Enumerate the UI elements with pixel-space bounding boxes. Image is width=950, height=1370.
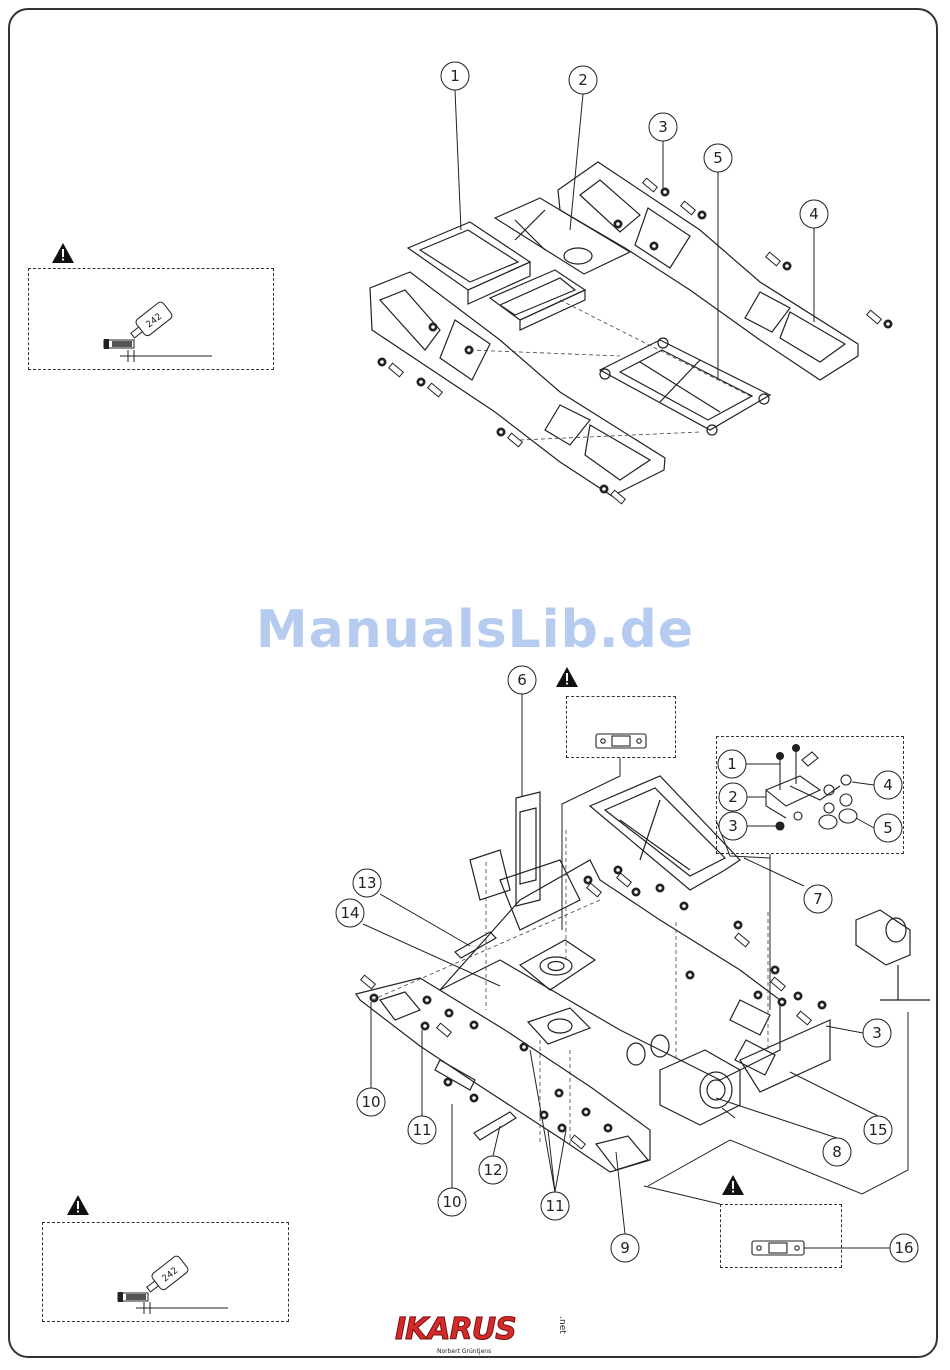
svg-text:3: 3: [728, 817, 738, 835]
callout-13: 13: [353, 869, 381, 897]
ikarus-logo: IKARUS .net Norbert Grüntjens: [395, 1312, 575, 1362]
callout-10: 10: [438, 1188, 466, 1216]
callout-14: 14: [336, 899, 364, 927]
callout-9: 9: [611, 1234, 639, 1262]
logo-suffix: .net: [557, 1316, 567, 1334]
svg-text:3: 3: [872, 1024, 882, 1042]
svg-text:8: 8: [832, 1143, 842, 1161]
callout-11: 11: [541, 1192, 569, 1220]
frame-bottom-assembly: [356, 776, 930, 1172]
svg-text:7: 7: [813, 890, 823, 908]
svg-text:11: 11: [545, 1197, 564, 1215]
frame-top-assembly: [370, 162, 858, 496]
servo-illustration: [596, 734, 646, 748]
callout-12: 12: [479, 1156, 507, 1184]
logo-brand: IKARUS: [395, 1312, 516, 1347]
threadlock-illustration: 242: [118, 1255, 228, 1314]
svg-text:2: 2: [728, 788, 738, 806]
assembly-guide-lines: [372, 830, 768, 1145]
callout-10: 10: [357, 1088, 385, 1116]
callout-1: 1: [441, 62, 469, 90]
callout-3: 3: [863, 1019, 891, 1047]
svg-text:10: 10: [442, 1193, 461, 1211]
svg-text:1: 1: [450, 67, 460, 85]
fastener-group: [361, 866, 827, 1149]
assembly-guide-lines: [470, 300, 750, 440]
callout-11: 11: [408, 1116, 436, 1144]
callout-3: 3: [719, 812, 747, 840]
callout-2: 2: [719, 783, 747, 811]
svg-text:6: 6: [517, 671, 527, 689]
callout-3: 3: [649, 113, 677, 141]
threadlock-illustration: 242: [104, 301, 212, 362]
svg-text:4: 4: [883, 776, 893, 794]
svg-text:4: 4: [809, 205, 819, 223]
svg-text:10: 10: [361, 1093, 380, 1111]
svg-text:5: 5: [713, 149, 723, 167]
svg-text:2: 2: [578, 71, 588, 89]
svg-text:9: 9: [620, 1239, 630, 1257]
svg-text:3: 3: [658, 118, 668, 136]
callout-2: 2: [569, 66, 597, 94]
svg-text:11: 11: [412, 1121, 431, 1139]
svg-text:15: 15: [868, 1121, 887, 1139]
callout-4: 4: [800, 200, 828, 228]
svg-text:1: 1: [727, 755, 737, 773]
callout-group-bottom: 6 13 14 10 11 12 10 11 9 8 15 3 7 16: [336, 666, 918, 1262]
callout-15: 15: [864, 1116, 892, 1144]
svg-text:13: 13: [357, 874, 376, 892]
callout-7: 7: [804, 885, 832, 913]
svg-text:12: 12: [483, 1161, 502, 1179]
callout-5: 5: [874, 814, 902, 842]
inset-parts: [766, 745, 857, 831]
callout-4: 4: [874, 771, 902, 799]
callout-1: 1: [718, 750, 746, 778]
svg-text:14: 14: [340, 904, 359, 922]
callout-16: 16: [890, 1234, 918, 1262]
svg-text:5: 5: [883, 819, 893, 837]
logo-author: Norbert Grüntjens: [437, 1348, 491, 1355]
callout-8: 8: [823, 1138, 851, 1166]
svg-text:16: 16: [894, 1239, 913, 1257]
callout-6: 6: [508, 666, 536, 694]
callout-5: 5: [704, 144, 732, 172]
